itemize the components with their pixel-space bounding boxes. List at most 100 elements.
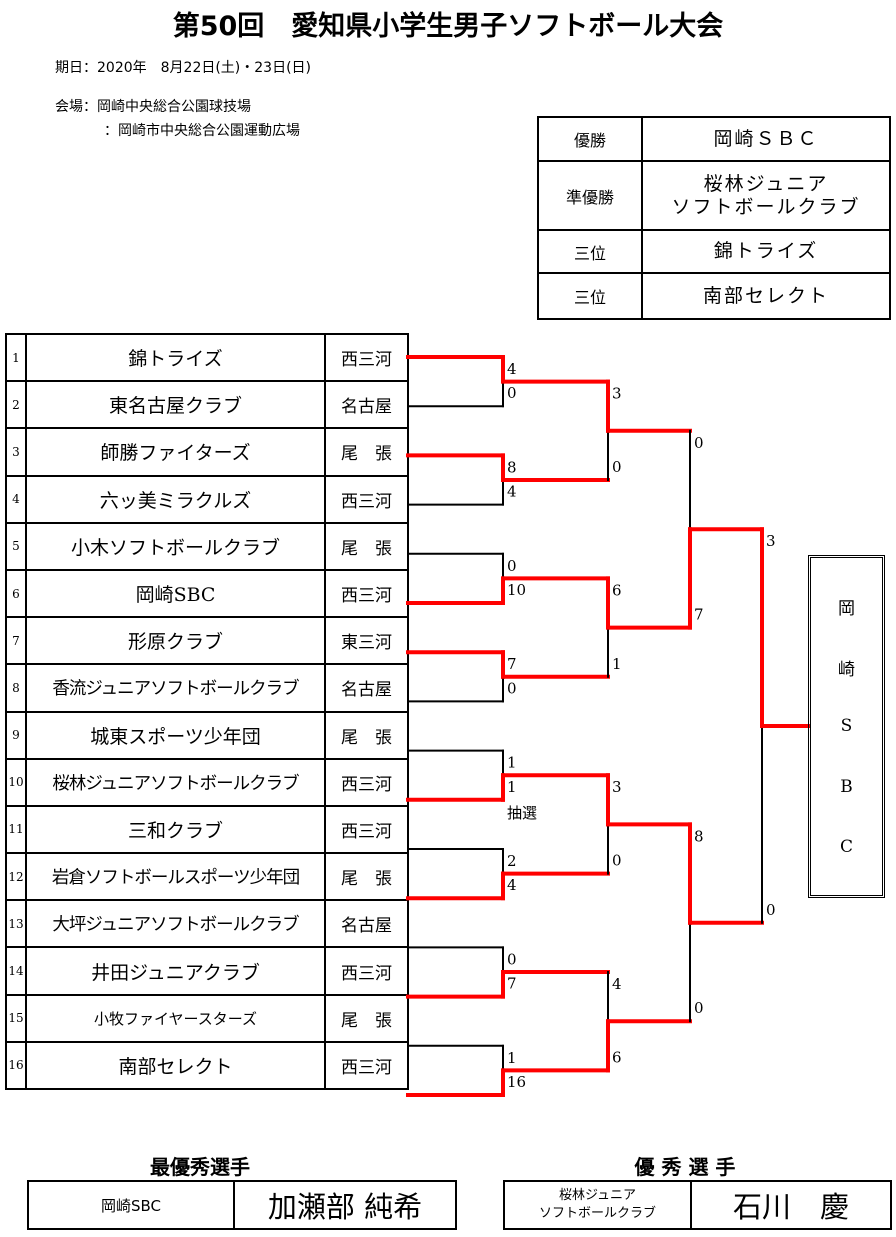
team-name: 井田ジュニアクラブ (25, 946, 326, 996)
score-top: 8 (694, 827, 704, 845)
excellent-box: 桜林ジュニア ソフトボールクラブ 石川 慶 (503, 1180, 892, 1230)
team-region: 尾 張 (324, 710, 409, 760)
team-region: 西三河 (324, 1040, 409, 1091)
score-bottom: 7 (694, 606, 704, 624)
team-region: 西三河 (324, 757, 409, 807)
champion-letter: S (840, 716, 853, 736)
score-top: 4 (507, 360, 517, 378)
team-seed: 2 (5, 380, 27, 430)
team-name: 小牧ファイヤースターズ (25, 993, 326, 1043)
team-region: 西三河 (324, 568, 409, 619)
score-top: 2 (507, 852, 517, 870)
team-seed: 5 (5, 521, 27, 571)
score-bottom: 0 (766, 901, 776, 919)
score-bottom: 6 (612, 1048, 622, 1066)
team-region: 名古屋 (324, 899, 409, 949)
team-region: 東三河 (324, 616, 409, 666)
team-name: 桜林ジュニアソフトボールクラブ (25, 757, 326, 807)
results-row: 優勝 岡崎ＳＢＣ (537, 116, 891, 162)
team-region: 名古屋 (324, 663, 409, 713)
rank-team-line1: 桜林ジュニア (703, 172, 829, 195)
score-top: 3 (612, 778, 622, 796)
rank-team-line2: ソフトボールクラブ (671, 195, 861, 218)
team-name: 錦トライズ (25, 332, 326, 383)
team-seed: 11 (5, 804, 27, 855)
score-top: 0 (507, 950, 517, 968)
team-name: 城東スポーツ少年団 (25, 710, 326, 760)
score-bottom: 0 (507, 384, 517, 402)
rank-label: 優勝 (537, 116, 643, 162)
team-region: 名古屋 (324, 380, 409, 430)
score-bottom: 7 (507, 975, 517, 993)
rank-team: 錦トライズ (641, 229, 891, 274)
excellent-heading: 優 秀 選 手 (634, 1155, 736, 1179)
team-seed: 12 (5, 852, 27, 902)
team-seed: 13 (5, 899, 27, 949)
team-seed: 1 (5, 332, 27, 383)
score-top: 3 (612, 385, 622, 403)
results-row: 準優勝 桜林ジュニアソフトボールクラブ (537, 160, 891, 231)
team-name: 三和クラブ (25, 804, 326, 855)
team-region: 西三河 (324, 332, 409, 383)
team-seed: 16 (5, 1040, 27, 1091)
mvp-box: 岡崎SBC 加瀬部 純希 (27, 1180, 457, 1230)
score-top: 1 (507, 754, 517, 772)
page-title: 第50回 愛知県小学生男子ソフトボール大会 (172, 11, 724, 42)
rank-team: 桜林ジュニアソフトボールクラブ (641, 160, 891, 231)
rank-team: 南部セレクト (641, 272, 891, 320)
champion-letter: 崎 (838, 660, 855, 680)
score-bottom: 0 (612, 458, 622, 476)
team-seed: 3 (5, 427, 27, 477)
team-region: 西三河 (324, 474, 409, 524)
results-row: 三位 南部セレクト (537, 272, 891, 320)
team-seed: 14 (5, 946, 27, 996)
score-top: 3 (766, 532, 776, 550)
mvp-heading: 最優秀選手 (150, 1155, 250, 1179)
team-name: 大坪ジュニアソフトボールクラブ (25, 899, 326, 949)
team-seed: 4 (5, 474, 27, 524)
team-region: 尾 張 (324, 427, 409, 477)
team-name: 東名古屋クラブ (25, 380, 326, 430)
score-top: 1 (507, 1049, 517, 1067)
score-bottom: 1 (507, 778, 517, 796)
excellent-team-line1: 桜林ジュニア (558, 1187, 637, 1203)
score-bottom: 10 (507, 581, 526, 599)
venue-2: ：岡崎市中央総合公園運動広場 (104, 123, 300, 139)
excellent-team: 桜林ジュニア ソフトボールクラブ (505, 1182, 692, 1228)
team-name: 南部セレクト (25, 1040, 326, 1091)
team-name: 小木ソフトボールクラブ (25, 521, 326, 571)
team-seed: 15 (5, 993, 27, 1043)
excellent-name: 石川 慶 (732, 1190, 849, 1224)
rank-label: 三位 (537, 229, 643, 274)
team-name: 香流ジュニアソフトボールクラブ (25, 663, 326, 713)
score-top: 7 (507, 655, 517, 673)
team-region: 西三河 (324, 946, 409, 996)
venue-1: 岡崎中央総合公園球技場 (97, 99, 251, 115)
venue-line-1: 会場：岡崎中央総合公園球技場 (55, 96, 251, 116)
team-seed: 7 (5, 616, 27, 666)
score-bottom: 0 (507, 679, 517, 697)
score-top: 0 (694, 434, 704, 452)
score-top: 0 (507, 557, 517, 575)
score-bottom: 1 (612, 655, 622, 673)
excellent-team-line2: ソフトボールクラブ (538, 1206, 656, 1221)
team-seed: 8 (5, 663, 27, 713)
team-seed: 9 (5, 710, 27, 760)
team-region: 尾 張 (324, 852, 409, 902)
score-top: 4 (612, 975, 622, 993)
team-seed: 6 (5, 568, 27, 619)
champion-letter: B (840, 777, 853, 797)
champion-letter: C (839, 837, 853, 857)
lottery-note: 抽選 (507, 804, 537, 822)
